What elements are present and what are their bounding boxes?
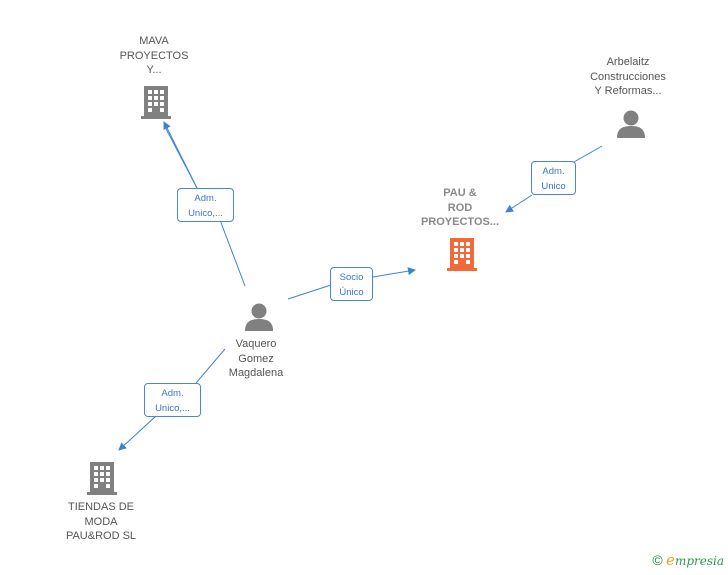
- edge-label-arbelaitz-pau-line-1: Adm.: [542, 166, 565, 177]
- edge-label-vaquero-tiendas-line-2: Unico,...: [155, 403, 190, 414]
- empresia-brand[interactable]: © empresia: [652, 551, 724, 569]
- edge-vaquero-pau-arrow: [372, 267, 416, 278]
- person-icon[interactable]: [615, 109, 647, 139]
- edge-vaquero-tiendas-arrow: [118, 415, 157, 451]
- edge-vaquero-pau: [287, 284, 332, 300]
- edge-label-vaquero-tiendas[interactable]: Adm. Unico,...: [144, 383, 201, 417]
- node-tiendas-label[interactable]: TIENDAS DE MODA PAU&ROD SL: [46, 500, 156, 544]
- edge-label-vaquero-pau[interactable]: Socio Único: [330, 267, 373, 301]
- node-vaquero-line-1: Vaquero: [235, 338, 277, 350]
- edge-vaquero-mava-arrow: [163, 121, 198, 189]
- node-tiendas-line-3: PAU&ROD SL: [65, 530, 137, 542]
- edge-label-vaquero-tiendas-line-1: Adm.: [161, 388, 184, 399]
- node-mava-label[interactable]: MAVA PROYECTOS Y...: [104, 34, 204, 78]
- edge-vaquero-tiendas: [195, 348, 226, 384]
- person-icon[interactable]: [243, 302, 275, 332]
- node-vaquero-label[interactable]: Vaquero Gomez Magdalena: [206, 337, 306, 381]
- node-mava-line-2: PROYECTOS: [119, 49, 189, 62]
- node-pau-rod-label[interactable]: PAU & ROD PROYECTOS...: [405, 186, 515, 230]
- edge-label-vaquero-mava[interactable]: Adm. Unico,...: [177, 188, 234, 222]
- empresia-logo-text: mpresia: [674, 554, 724, 568]
- building-icon[interactable]: [446, 236, 478, 272]
- empresia-logo-initial: e: [666, 551, 675, 569]
- edge-label-vaquero-mava-line-1: Adm.: [194, 193, 217, 204]
- edge-label-vaquero-pau-line-1: Socio: [339, 272, 364, 283]
- node-arbelaitz-line-1: Arbelaitz: [606, 56, 650, 68]
- node-arbelaitz-line-3: Y Reformas...: [594, 85, 662, 97]
- building-icon[interactable]: [140, 84, 172, 120]
- edge-label-arbelaitz-pau-line-2: Unico: [541, 181, 566, 192]
- node-tiendas-line-2: MODA: [84, 515, 118, 528]
- building-icon[interactable]: [86, 460, 118, 496]
- edge-arbelaitz-pau-arrow: [505, 194, 533, 213]
- node-arbelaitz-label[interactable]: Arbelaitz Construcciones Y Reformas...: [573, 55, 683, 99]
- node-mava-line-1: MAVA: [139, 35, 169, 47]
- copyright-icon: ©: [652, 552, 663, 568]
- node-vaquero-line-2: Gomez: [238, 352, 274, 365]
- node-arbelaitz-line-2: Construcciones: [590, 70, 666, 83]
- node-pau-rod-line-3: PROYECTOS...: [420, 216, 500, 228]
- node-vaquero-line-3: Magdalena: [228, 367, 284, 379]
- edge-label-vaquero-pau-line-2: Único: [339, 287, 364, 298]
- edge-arbelaitz-pau: [573, 145, 603, 163]
- edge-label-vaquero-mava-line-2: Unico,...: [188, 208, 223, 219]
- node-mava-line-3: Y...: [146, 64, 162, 76]
- node-pau-rod-line-1: PAU &: [443, 187, 477, 199]
- node-pau-rod-line-2: ROD: [447, 201, 473, 214]
- node-tiendas-line-1: TIENDAS DE: [67, 501, 134, 513]
- edge-label-arbelaitz-pau[interactable]: Adm. Unico: [531, 161, 576, 195]
